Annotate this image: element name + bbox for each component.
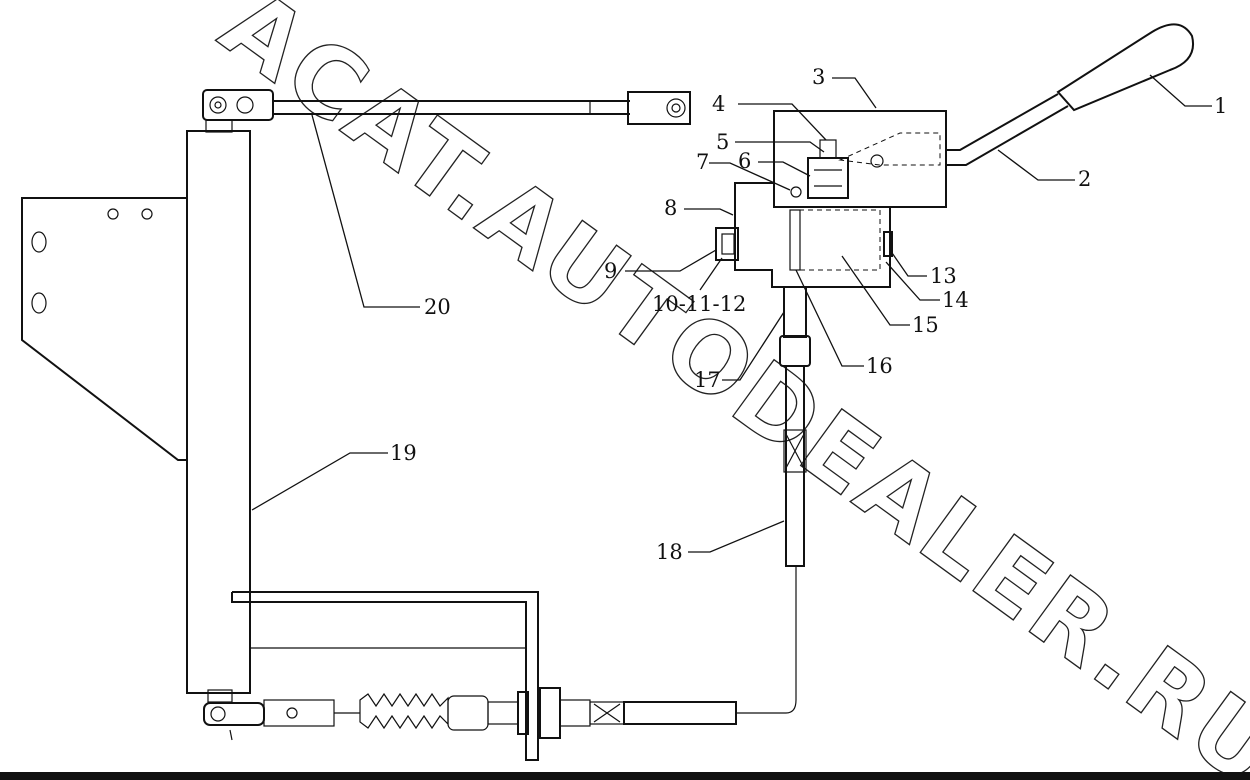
bottom-cable-assembly <box>203 632 797 741</box>
callout-3: 3 <box>812 65 825 89</box>
cable-conduit <box>779 286 811 632</box>
callout-8: 8 <box>664 196 677 220</box>
callout-1: 1 <box>1214 94 1227 118</box>
callout-5: 5 <box>716 130 729 154</box>
callout-labels: 1 2 3 4 5 6 7 8 9 10-11-12 13 14 15 16 1… <box>390 65 1227 564</box>
callout-13: 13 <box>930 264 957 288</box>
callout-7: 7 <box>696 150 709 174</box>
shift-lever <box>946 23 1194 166</box>
callout-17: 17 <box>694 368 721 392</box>
lower-body <box>715 182 893 288</box>
top-linkage-rod <box>202 89 691 125</box>
control-head-housing <box>773 110 947 208</box>
callout-6: 6 <box>738 149 751 173</box>
callout-2: 2 <box>1078 167 1091 191</box>
callout-19: 19 <box>390 441 417 465</box>
callout-18: 18 <box>656 540 683 564</box>
callout-4: 4 <box>712 92 725 116</box>
callout-14: 14 <box>942 288 969 312</box>
callout-15: 15 <box>912 313 939 337</box>
watermark: ACAT.AUTODEALER.RU <box>201 0 1250 780</box>
lower-l-bracket <box>231 591 539 761</box>
callout-20: 20 <box>424 295 451 319</box>
leader-lines <box>251 74 1212 553</box>
bottom-border <box>0 772 1250 780</box>
callout-10-11-12: 10-11-12 <box>652 292 746 316</box>
mounting-bracket <box>21 197 187 461</box>
callout-16: 16 <box>866 354 893 378</box>
callout-9: 9 <box>604 259 617 283</box>
